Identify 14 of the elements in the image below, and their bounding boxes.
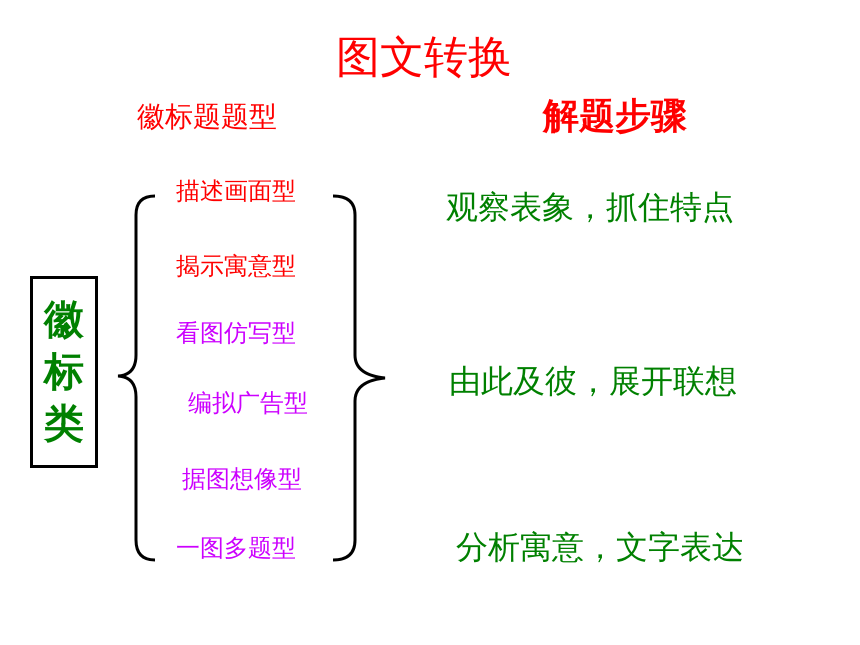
column-heading: 解题步骤 (543, 97, 687, 137)
category-box (30, 276, 98, 468)
column-heading: 徽标题题型 (137, 102, 277, 133)
type-label: 一图多题型 (176, 535, 296, 562)
type-label: 描述画面型 (176, 178, 296, 204)
slide-title: 图文转换 (336, 34, 512, 82)
category-text: 徽标类 (42, 296, 85, 449)
type-label: 编拟广告型 (188, 390, 308, 416)
type-label: 看图仿写型 (176, 320, 296, 346)
type-label: 据图想像型 (182, 466, 302, 492)
step-text: 分析寓意，文字表达 (456, 530, 744, 566)
step-text: 观察表象，抓住特点 (446, 190, 734, 226)
step-text: 由此及彼，展开联想 (449, 364, 737, 400)
type-label: 揭示寓意型 (176, 253, 296, 280)
